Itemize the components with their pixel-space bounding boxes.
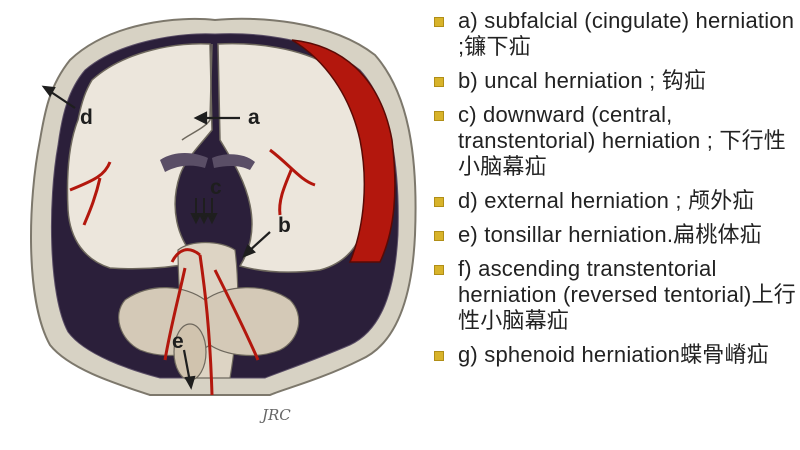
square-bullet-icon (434, 77, 444, 87)
herniation-legend: a) subfalcial (cingulate) herniation ;镰下… (434, 8, 796, 376)
vessel-left (69, 161, 112, 226)
square-bullet-icon (434, 17, 444, 27)
legend-item-text: f) ascending transtentorial herniation (… (458, 256, 796, 333)
square-bullet-icon (434, 197, 444, 207)
arrow-d (41, 85, 76, 109)
legend-item-text: e) tonsillar herniation.扁桃体疝 (458, 222, 762, 247)
lateral-ventricle-right (212, 154, 255, 170)
legend-item-text: g) sphenoid herniation蝶骨嵴疝 (458, 342, 769, 367)
square-bullet-icon (434, 265, 444, 275)
legend-item-a: a) subfalcial (cingulate) herniation ;镰下… (434, 8, 796, 60)
square-bullet-icon (434, 231, 444, 241)
legend-item-text: a) subfalcial (cingulate) herniation ;镰下… (458, 8, 795, 59)
label-b: b (278, 214, 291, 237)
arrows-c (190, 198, 218, 225)
legend-item-text: d) external herniation ; 颅外疝 (458, 188, 755, 213)
artist-signature: JRC (259, 406, 291, 424)
legend-item-b: b) uncal herniation ; 钩疝 (434, 68, 796, 94)
label-a: a (248, 106, 260, 129)
label-e: e (172, 330, 184, 353)
epidural-hematoma (291, 39, 396, 263)
brain-hemisphere-left (66, 42, 213, 270)
lateral-ventricle-left (160, 153, 208, 172)
label-d: d (80, 106, 93, 129)
legend-item-e: e) tonsillar herniation.扁桃体疝 (434, 222, 796, 248)
legend-item-g: g) sphenoid herniation蝶骨嵴疝 (434, 342, 796, 368)
arrow-e (182, 349, 196, 390)
basilar-artery (163, 248, 260, 396)
falx-midline (181, 43, 213, 141)
vessel-right (269, 148, 316, 216)
legend-item-c: c) downward (central, transtentorial) he… (434, 102, 796, 180)
brain-herniation-illustration: a b c d e JRC (30, 17, 417, 424)
legend-item-d: d) external herniation ; 颅外疝 (434, 188, 796, 214)
arrow-a (193, 111, 240, 125)
legend-item-text: b) uncal herniation ; 钩疝 (458, 68, 707, 93)
legend-item-text: c) downward (central, transtentorial) he… (458, 102, 786, 179)
square-bullet-icon (434, 111, 444, 121)
arrow-b (242, 231, 271, 258)
legend-item-f: f) ascending transtentorial herniation (… (434, 256, 796, 334)
label-c: c (210, 176, 222, 199)
square-bullet-icon (434, 351, 444, 361)
